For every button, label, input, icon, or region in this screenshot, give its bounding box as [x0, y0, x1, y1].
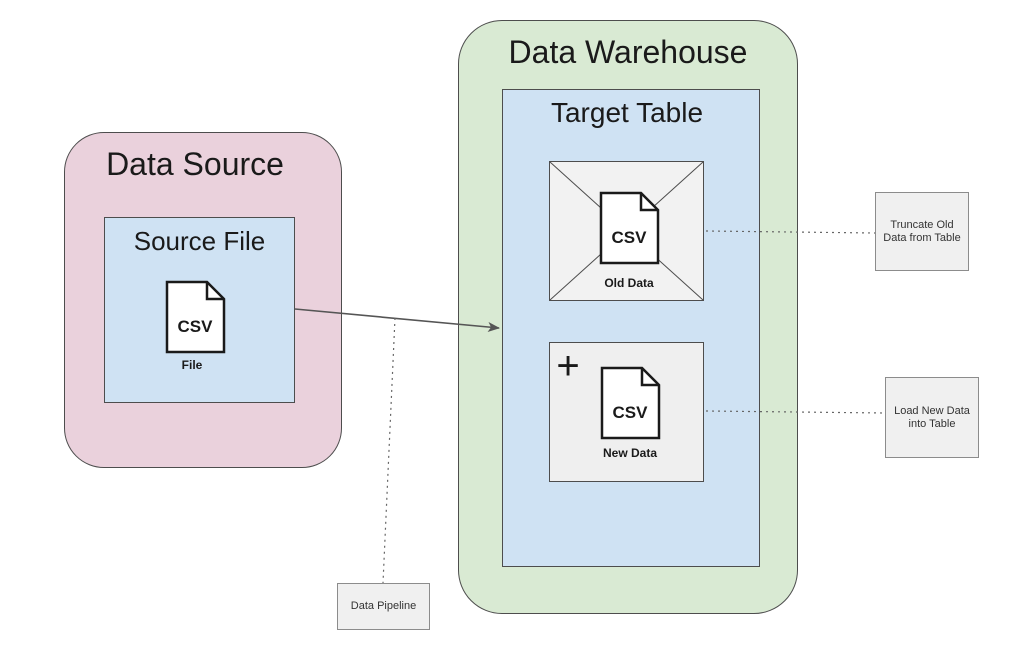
source-file-title: Source File: [133, 226, 266, 256]
plus-icon: +: [556, 344, 579, 388]
csv-file-icon: CSV: [165, 280, 226, 354]
truncate-connector: [705, 230, 876, 234]
csv-file-icon: CSV: [600, 366, 661, 440]
pipeline-arrow: [294, 308, 500, 332]
csv-icon-text: CSV: [613, 403, 649, 422]
truncate-note: Truncate Old Data from Table: [875, 192, 969, 271]
csv-icon-text: CSV: [612, 228, 648, 247]
source-file-label: File: [181, 358, 203, 372]
csv-icon-text: CSV: [178, 317, 214, 336]
old-data-label: Old Data: [604, 276, 654, 290]
load-note: Load New Data into Table: [885, 377, 979, 458]
load-connector: [705, 410, 886, 414]
new-data-label: New Data: [602, 446, 658, 460]
csv-file-icon: CSV: [599, 191, 660, 265]
pipeline-note: Data Pipeline: [337, 583, 430, 630]
target-table-title: Target Table: [550, 97, 704, 128]
data-source-title: Data Source: [106, 146, 284, 182]
data-warehouse-title: Data Warehouse: [508, 34, 748, 70]
pipeline-connector: [382, 317, 396, 584]
